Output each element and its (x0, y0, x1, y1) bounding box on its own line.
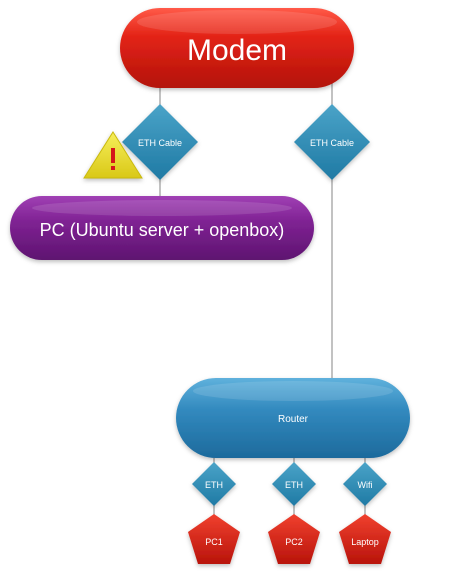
pc-server-node[interactable]: PC (Ubuntu server + openbox) (10, 196, 314, 260)
connector-router-to-pc2[interactable]: ETH (272, 462, 316, 506)
connector-router-to-pc1-label: ETH (205, 480, 223, 490)
modem-label: Modem (187, 34, 287, 67)
connector-router-to-pc2-label: ETH (285, 480, 303, 490)
connector-modem-to-router[interactable]: ETH Cable (294, 104, 370, 180)
connector-modem-to-pc-label: ETH Cable (138, 138, 182, 148)
device-laptop-label: Laptop (351, 537, 379, 547)
device-laptop[interactable]: Laptop (339, 514, 391, 564)
router-label: Router (278, 414, 309, 425)
connector-router-to-laptop-label: Wifi (358, 480, 373, 490)
device-pc1[interactable]: PC1 (188, 514, 240, 564)
device-pc2[interactable]: PC2 (268, 514, 320, 564)
pc-server-label: PC (Ubuntu server + openbox) (40, 220, 285, 240)
device-pc1-label: PC1 (205, 537, 223, 547)
device-pc2-label: PC2 (285, 537, 303, 547)
connector-router-to-laptop[interactable]: Wifi (343, 462, 387, 506)
connector-router-to-pc1[interactable]: ETH (192, 462, 236, 506)
warning-icon (83, 131, 143, 179)
connector-modem-to-pc[interactable]: ETH Cable (122, 104, 198, 180)
router-node[interactable]: Router (176, 378, 410, 458)
connector-modem-to-router-label: ETH Cable (310, 138, 354, 148)
modem-node[interactable]: Modem (120, 8, 354, 88)
